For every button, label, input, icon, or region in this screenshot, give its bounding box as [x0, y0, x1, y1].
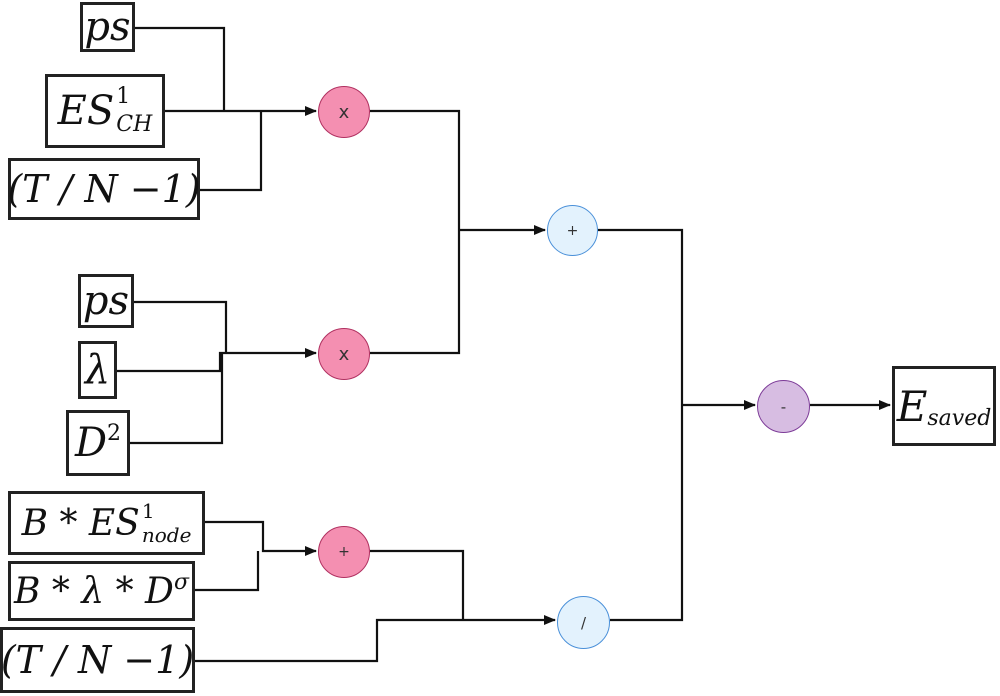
input-t-n-1-top: (T / N −1)	[7, 158, 201, 220]
es-ch-sub: CH	[116, 112, 153, 137]
wire-ps2	[134, 300, 228, 353]
bes-sup: 1	[141, 499, 155, 523]
bld-sup: σ	[173, 570, 189, 595]
wire-tn2	[195, 615, 556, 663]
add-bottom-symbol: +	[338, 544, 350, 560]
bld-base: B * λ * D	[14, 570, 174, 612]
subtract-node: -	[757, 380, 810, 433]
divide-symbol: /	[580, 613, 587, 632]
bes-base: B * ES	[21, 502, 140, 544]
add-node-bottom: +	[318, 526, 370, 578]
divide-node: /	[557, 596, 610, 649]
add-node-top: +	[547, 205, 598, 256]
bes-sub: node	[141, 523, 192, 547]
wire-lambda	[117, 348, 317, 373]
wire-bld	[195, 551, 260, 592]
multiply-top-symbol: x	[338, 101, 350, 123]
wire-tn1	[200, 111, 263, 192]
input-lambda-label: λ	[84, 347, 111, 393]
add-top-symbol: +	[566, 222, 579, 239]
input-t-n-1-top-label: (T / N −1)	[7, 167, 201, 211]
output-base: E	[896, 381, 928, 431]
wire-bes	[205, 520, 317, 556]
wire-d2	[130, 353, 224, 445]
input-ps-mid: ps	[78, 274, 134, 328]
d2-base: D	[74, 420, 108, 466]
output-sub: saved	[927, 406, 992, 431]
input-ps-mid-label: ps	[82, 278, 130, 324]
multiply-mid-symbol: x	[338, 343, 350, 365]
wire-add-bottom	[370, 549, 465, 620]
input-t-n-1-bottom: (T / N −1)	[0, 627, 195, 693]
wire-ps1	[135, 26, 226, 111]
subtract-symbol: -	[780, 397, 787, 416]
input-t-n-1-bottom-label: (T / N −1)	[0, 638, 195, 682]
input-lambda: λ	[78, 341, 117, 399]
input-ps-top: ps	[80, 2, 135, 52]
d2-sup: 2	[107, 421, 122, 446]
es-ch-base: ES	[57, 88, 115, 134]
wire-mults	[370, 109, 461, 355]
multiply-node-top: x	[318, 86, 370, 138]
wire-add-divide	[598, 228, 684, 622]
input-ps-top-label: ps	[84, 4, 131, 50]
multiply-node-mid: x	[318, 328, 370, 380]
es-ch-sup: 1	[116, 84, 131, 109]
